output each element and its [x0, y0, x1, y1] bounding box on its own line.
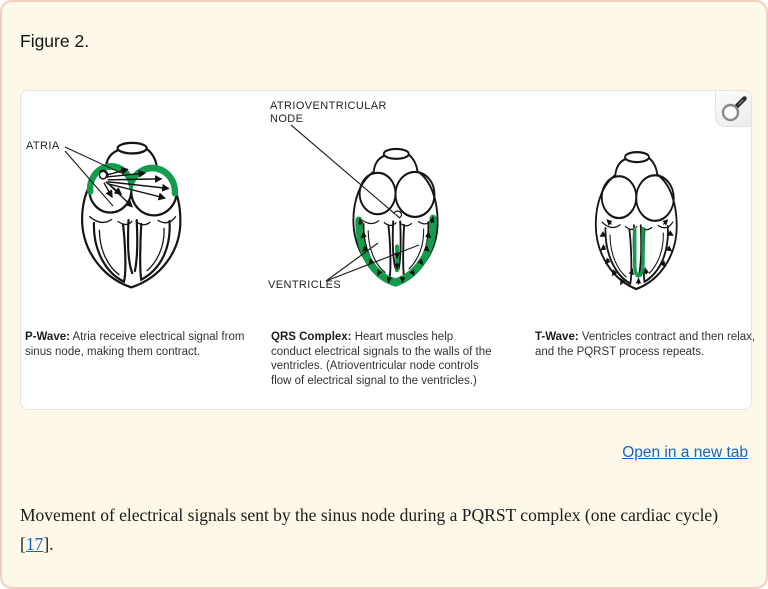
caption-t-wave-term: T-Wave:: [535, 331, 579, 343]
caption-p-wave-text: Atria receive electrical signal from sin…: [25, 331, 245, 358]
reference-17-link[interactable]: 17: [25, 534, 44, 554]
link-row: Open in a new tab: [20, 444, 748, 462]
heart-diagram-t-wave: [594, 151, 678, 291]
label-ventricles: VENTRICLES: [268, 279, 342, 291]
figure-title: Figure 2.: [20, 31, 90, 51]
figure-caption: Movement of electrical signals sent by t…: [20, 501, 748, 559]
open-in-new-tab-link[interactable]: Open in a new tab: [622, 444, 748, 461]
figure-illustration: [64, 124, 678, 291]
caption-t-wave-text: Ventricles contract and then relax, and …: [535, 331, 756, 358]
caption-p-wave: P-Wave: Atria receive electrical signal …: [25, 330, 247, 359]
label-atrioventricular-node: ATRIOVENTRICULAR NODE: [270, 100, 387, 125]
caption-qrs-term: QRS Complex:: [271, 331, 352, 343]
heart-diagram-p-wave: [80, 141, 182, 289]
caption-qrs-text: Heart muscles help conduct electrical si…: [271, 331, 492, 387]
figure-caption-suffix: ].: [43, 534, 54, 554]
figure-image-panel[interactable]: ATRIA ATRIOVENTRICULAR NODE VENTRICLES P…: [20, 90, 755, 410]
caption-qrs-complex: QRS Complex: Heart muscles help conduct …: [271, 330, 493, 388]
caption-t-wave: T-Wave: Ventricles contract and then rel…: [535, 330, 757, 359]
figure-caption-text: Movement of electrical signals sent by t…: [20, 505, 719, 554]
label-atria: ATRIA: [26, 140, 60, 152]
magnifier-icon: [721, 96, 747, 122]
zoom-image-button[interactable]: [715, 91, 751, 127]
caption-p-wave-term: P-Wave:: [25, 331, 70, 343]
heart-diagram-qrs: [352, 147, 439, 287]
